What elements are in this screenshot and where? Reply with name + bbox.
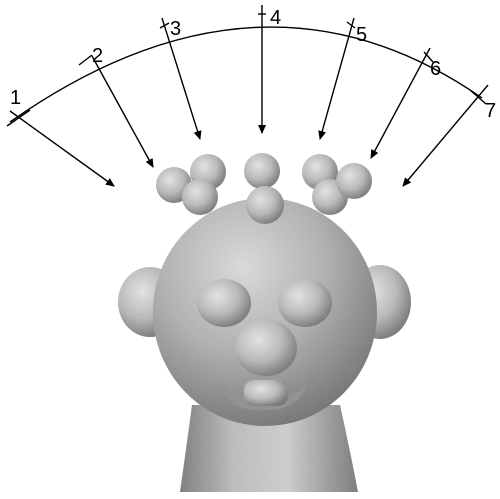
arrow-6 [371,48,430,158]
viewpoint-label-2: 2 [92,45,103,67]
viewpoint-label-6: 6 [430,58,441,80]
viewpoint-label-5: 5 [356,24,367,46]
viewpoint-label-1: 1 [10,87,21,109]
tick-2 [79,55,92,65]
viewpoint-label-3: 3 [170,18,181,40]
viewpoint-label-7: 7 [485,100,496,122]
right-eye [278,279,332,327]
mouth-inner [244,380,288,406]
clay-head-sculpture [118,153,411,492]
arrow-7 [403,85,488,186]
hair-ball [182,179,218,215]
left-eye [197,279,251,327]
hair-balls [156,153,372,224]
arrow-2 [92,56,153,167]
hair-ball [244,153,280,189]
arrow-5 [320,18,354,139]
hair-ball [336,163,372,199]
viewpoint-arrows [7,5,488,186]
hair-ball [246,186,284,224]
viewpoint-arc [10,27,482,122]
viewpoint-labels: 1 2 3 4 5 6 7 [10,7,496,122]
arrow-1 [10,111,114,186]
viewpoint-label-4: 4 [270,7,281,29]
nose [235,320,297,376]
